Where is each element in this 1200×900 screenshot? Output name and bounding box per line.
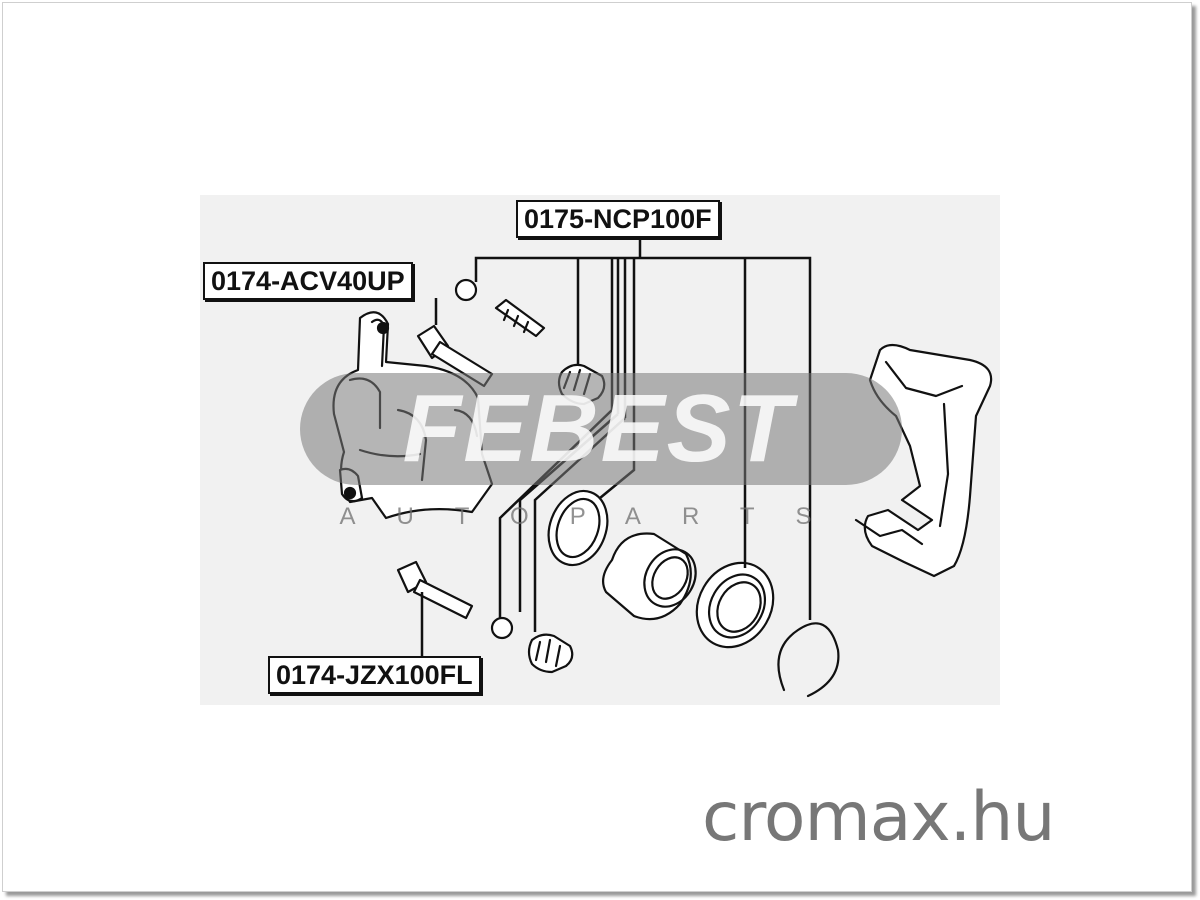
lower-cap-part (490, 616, 514, 640)
lower-pin-part-number-label: 0174-JZX100FL (268, 656, 481, 694)
brand-tagline: AUTOPARTS (339, 503, 853, 530)
upper-pin-part-number-label: 0174-ACV40UP (203, 262, 413, 300)
brand-logo-text: FEBEST (402, 375, 794, 482)
lower-dust-boot-part (527, 633, 574, 674)
piston-boot-part (695, 561, 775, 649)
snap-ring-part (777, 622, 840, 698)
kit-part-number-label: 0175-NCP100F (516, 200, 720, 238)
upper-cap-part (454, 278, 478, 302)
logo-watermark-bar (300, 373, 902, 485)
piston-part (601, 532, 697, 621)
bleeder-screw-part (494, 298, 546, 338)
lower-guide-pin-part (396, 560, 474, 620)
piston-seal-part (547, 489, 609, 567)
site-watermark: cromax.hu (702, 778, 1055, 857)
